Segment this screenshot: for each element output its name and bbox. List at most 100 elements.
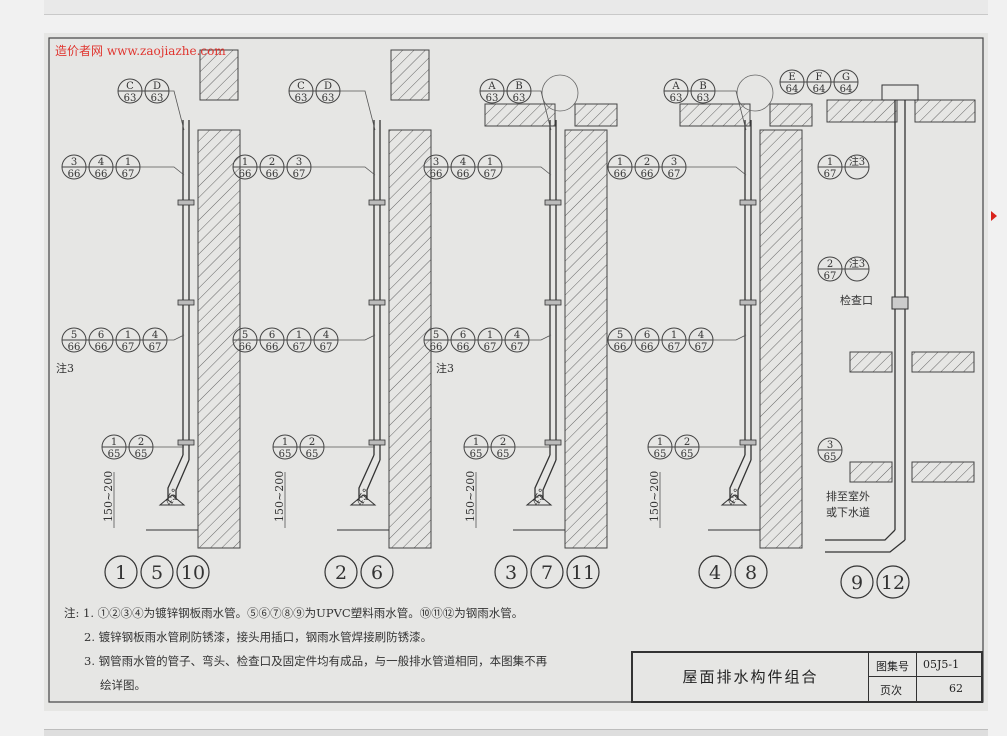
ref-r2-1-0-bottom: 66 [239,342,252,353]
wall-0 [197,129,241,549]
ref-r1-0-1-top: 4 [98,157,104,168]
ref-r1-5-0-top: 1 [827,157,833,168]
sheet-border [48,37,984,703]
ref-r1-0-2-bottom: 67 [122,169,135,180]
ref-r2-1-1-top: 6 [269,330,275,341]
floor-slab-r-0 [911,351,975,373]
ref-r2-2-0-top: 5 [433,330,439,341]
ref-r3-0-1-bottom: 65 [135,449,148,460]
detail-id-1-0 [324,555,358,589]
gutter-detail-3 [736,74,774,112]
ref-r2-0-2-bottom: 67 [122,342,135,353]
ref-r1-2-2-top: 1 [487,157,493,168]
detail-id-0-1 [140,555,174,589]
ref-top-5-0-bottom: 64 [786,84,799,95]
ref-r1-3-0-top: 1 [617,157,623,168]
ref-r2-1-3-top: 4 [323,330,329,341]
detail-id-3-0 [698,555,732,589]
ref-r1-0-1-bottom: 66 [95,169,108,180]
outlet-label-1: 排至室外 [826,490,870,503]
ref-r3-2-1-bottom: 65 [497,449,510,460]
dim-label-1: 150~200 [273,470,286,522]
ref-r1-3-2-bottom: 67 [668,169,681,180]
ref-r2-0-0-bottom: 66 [68,342,81,353]
ref-r1-2-0-top: 3 [433,157,439,168]
ref-top-5-2-bottom: 64 [840,84,853,95]
ref-r2-0-1-bottom: 66 [95,342,108,353]
ref-top-1-0-bottom: 63 [295,93,308,104]
roof-slab-r-2 [574,103,618,127]
ref-r3-2-1-top: 2 [500,437,506,448]
ref-r1-0-2-top: 1 [125,157,131,168]
ref-r2-1-2-bottom: 67 [293,342,306,353]
detail-id-4-1 [876,565,910,599]
ref-top-2-1-top: B [515,81,522,92]
ref-r2-2-2-bottom: 67 [484,342,497,353]
ref-r3-5-0-bottom: 65 [824,452,837,463]
ref-r1-5-1-top: 注3 [849,155,865,168]
ref-r3-0-1-top: 2 [138,437,144,448]
elbow-0 [167,454,184,500]
ref-r1-2-1-top: 4 [460,157,466,168]
splash-1 [349,494,377,506]
ref-r2-0-2-top: 1 [125,330,131,341]
detail-id-4-1-text: 12 [881,572,905,594]
bracket-2-2 [544,439,562,446]
detail-id-0-0-text: 1 [115,562,127,584]
ref-r2-5-1-top: 注3 [849,257,865,270]
elbow-2 [534,454,551,500]
ref-r2-2-3-top: 4 [514,330,520,341]
detail-id-2-1-text: 7 [541,562,553,584]
ref-r2-3-1-bottom: 66 [641,342,654,353]
wall-2 [564,129,608,549]
note-3b: 绘详图。 [100,678,146,692]
ref-r3-5-0-top: 3 [827,440,833,451]
detail-id-2-2-text: 11 [571,562,595,584]
ref-top-5-1-bottom: 64 [813,84,826,95]
note3-label-a: 注3 [56,362,74,375]
detail-id-2-2 [566,555,600,589]
bracket-1-0 [368,199,386,206]
bracket-1-1 [368,299,386,306]
roof-slab-5r [914,99,976,123]
ref-r3-2-0-top: 1 [473,437,479,448]
ref-r3-0-0-top: 1 [111,437,117,448]
ref-r2-1-0-top: 5 [242,330,248,341]
atlas-value: 05J5-1 [923,658,960,671]
elbow-1 [358,454,375,500]
bottom-scroll-strip [44,729,988,736]
watermark: 造价者网 www.zaojiazhe.com [55,44,226,58]
wall-3 [759,129,803,549]
ref-r2-0-3-bottom: 67 [149,342,162,353]
ref-r1-1-2-top: 3 [296,157,302,168]
elbow-3 [729,454,746,500]
roof-slab-2 [484,103,556,127]
note-1: 1. ①②③④为镀锌钢板雨水管。⑤⑥⑦⑧⑨为UPVC塑料雨水管。⑩⑪⑫为钢雨水管… [83,606,524,620]
detail-id-0-2-text: 10 [181,562,205,584]
ref-top-2-0-top: A [487,81,496,92]
detail-id-0-1-text: 5 [151,562,163,584]
ref-r1-2-1-bottom: 66 [457,169,470,180]
dim-label-3: 150~200 [648,470,661,522]
ref-r3-3-0-bottom: 65 [654,449,667,460]
splash-3 [720,494,748,506]
atlas-label: 图集号 [876,660,909,673]
ref-top-5-1-top: F [816,72,823,83]
ref-r1-5-0-bottom: 67 [824,169,837,180]
pipe-outlet-5 [825,529,896,541]
ref-top-0-0-top: C [126,81,134,92]
ref-top-3-1-bottom: 63 [697,93,710,104]
next-page-arrow-icon[interactable] [991,211,997,221]
ref-r2-2-1-top: 6 [460,330,466,341]
ref-top-2-0-bottom: 63 [486,93,499,104]
roof-slab-r-3 [769,103,813,127]
parapet-1 [390,49,430,101]
ref-r1-3-1-bottom: 66 [641,169,654,180]
ref-r2-2-3-bottom: 67 [511,342,524,353]
ref-r2-2-2-top: 1 [487,330,493,341]
splash-2 [525,494,553,506]
ref-r1-0-0-top: 3 [71,157,77,168]
bracket-2-0 [544,199,562,206]
